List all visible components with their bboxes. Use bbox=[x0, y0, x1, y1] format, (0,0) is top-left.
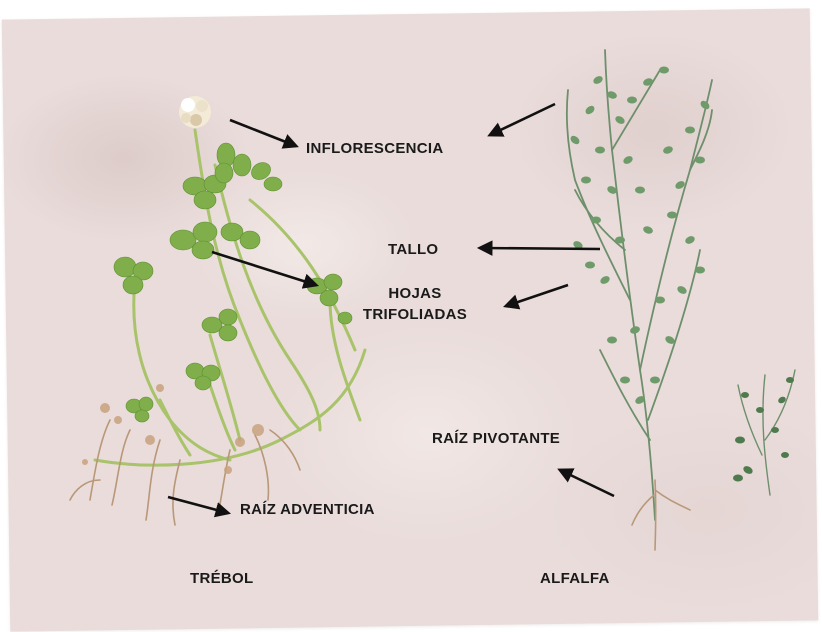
arrow-alfalfa-inflorescencia bbox=[490, 104, 555, 135]
arrow-alfalfa-hojas bbox=[506, 285, 568, 306]
arrow-raiz-pivotante bbox=[560, 470, 614, 496]
label-tallo: TALLO bbox=[388, 239, 438, 260]
caption-alfalfa: ALFALFA bbox=[540, 568, 610, 589]
label-raiz-adventicia: RAÍZ ADVENTICIA bbox=[240, 499, 375, 520]
clover-flower bbox=[179, 96, 211, 128]
arrow-clover-hojas bbox=[212, 252, 316, 285]
label-hojas-trifoliadas: HOJAS TRIFOLIADAS bbox=[350, 283, 480, 325]
caption-trebol: TRÉBOL bbox=[190, 568, 253, 589]
arrow-clover-inflorescencia bbox=[230, 120, 296, 146]
clover-plant bbox=[70, 96, 365, 525]
label-raiz-pivotante: RAÍZ PIVOTANTE bbox=[432, 428, 560, 449]
label-hojas-line1: HOJAS bbox=[350, 283, 480, 304]
arrow-tallo bbox=[480, 248, 600, 249]
alfalfa-sprig bbox=[733, 370, 795, 495]
label-hojas-line2: TRIFOLIADAS bbox=[350, 304, 480, 325]
label-inflorescencia: INFLORESCENCIA bbox=[306, 138, 444, 159]
arrow-raiz-adventicia bbox=[168, 497, 228, 513]
alfalfa-plant bbox=[567, 50, 712, 550]
